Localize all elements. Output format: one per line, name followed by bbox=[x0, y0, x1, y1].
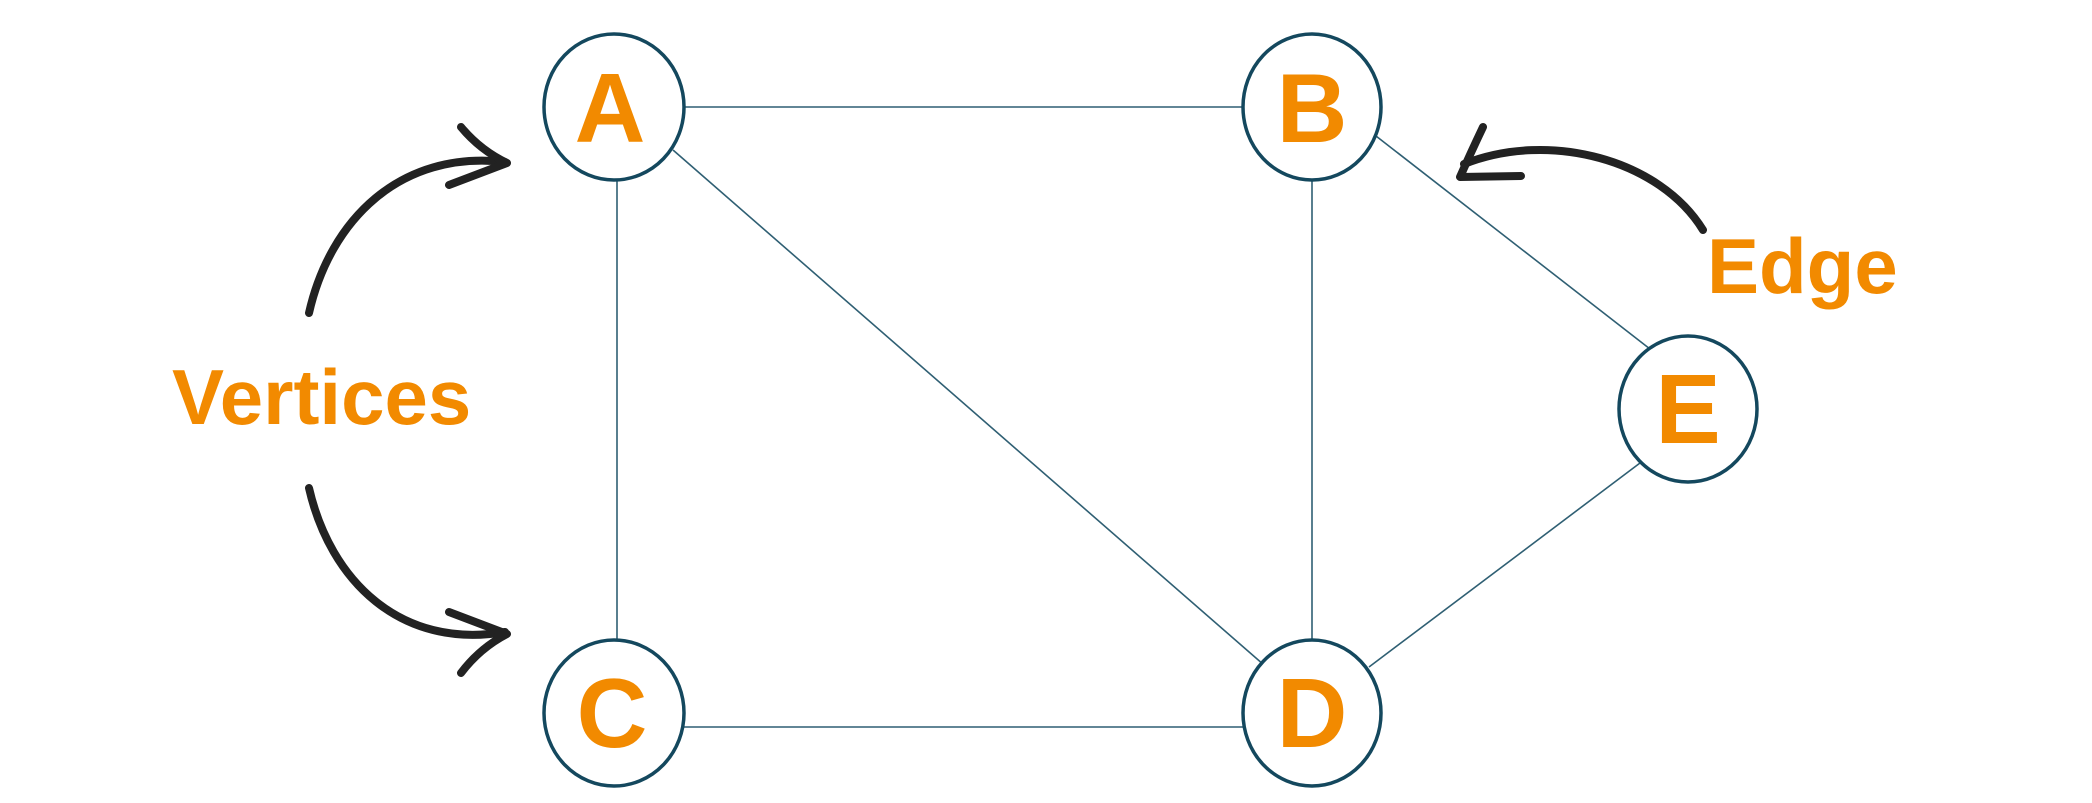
node-D-label: D bbox=[1277, 658, 1348, 768]
node-D-circle bbox=[1241, 638, 1383, 788]
edge-label: Edge bbox=[1707, 222, 1898, 310]
node-A[interactable]: A bbox=[542, 32, 686, 182]
node-E-circle bbox=[1617, 334, 1759, 484]
curved-arrow-icon bbox=[305, 484, 511, 677]
node-E[interactable]: E bbox=[1617, 334, 1759, 484]
node-E-label: E bbox=[1655, 354, 1720, 464]
node-C[interactable]: C bbox=[542, 638, 686, 788]
curved-arrow-icon bbox=[305, 123, 511, 317]
node-D[interactable]: D bbox=[1241, 638, 1383, 788]
edge-B-E bbox=[1375, 135, 1651, 350]
node-B[interactable]: B bbox=[1241, 32, 1383, 182]
edge-D-E bbox=[1368, 462, 1641, 668]
curved-arrow-icon bbox=[1456, 123, 1707, 234]
node-B-label: B bbox=[1277, 53, 1348, 163]
node-A-label: A bbox=[575, 53, 646, 163]
node-C-label: C bbox=[577, 658, 648, 768]
vertices-label: Vertices bbox=[172, 353, 471, 441]
node-B-circle bbox=[1241, 32, 1383, 182]
edge-A-D bbox=[672, 149, 1265, 666]
edges-layer bbox=[616, 106, 1651, 728]
node-C-circle bbox=[542, 638, 686, 788]
node-A-circle bbox=[542, 32, 686, 182]
nodes-layer: A B C D E bbox=[542, 32, 1759, 788]
